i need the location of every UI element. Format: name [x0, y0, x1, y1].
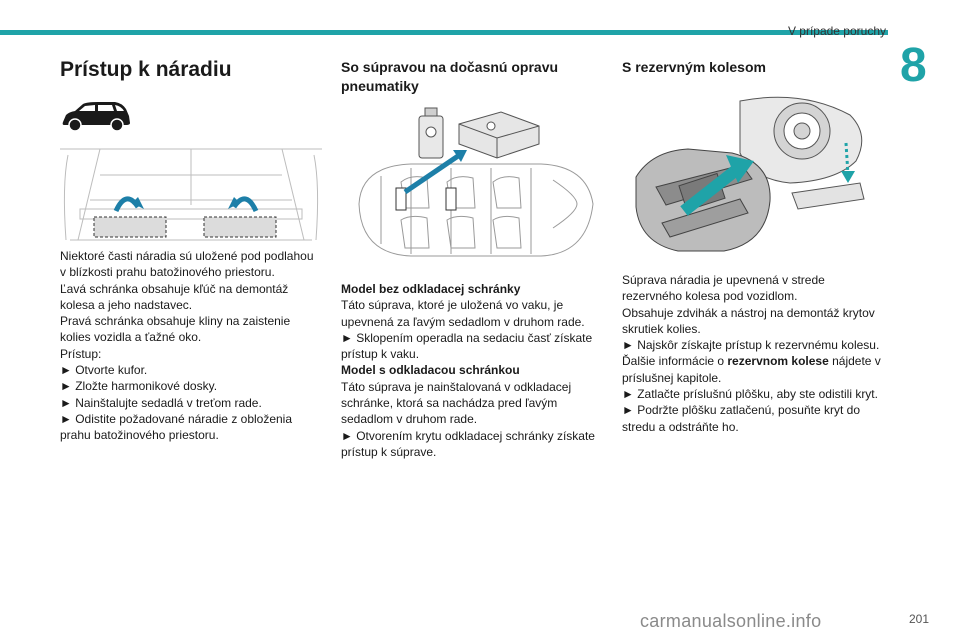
paragraph: Prístup: [60, 346, 102, 361]
text-segment: nájdete v príslušnej kapitole. [622, 354, 881, 385]
cross-reference: rezervnom kolese [727, 354, 829, 369]
column-tool-access: Prístup k náradiu Niektoré časti [60, 52, 322, 444]
paragraph: Táto súprava je nainštalovaná v odkladac… [341, 379, 572, 427]
paragraph: Súprava náradia je upevnená v strede rez… [622, 273, 825, 304]
paragraph: Obsahuje zdvihák a nástroj na demontáž k… [622, 305, 875, 336]
tool-access-text: Niektoré časti náradia sú uložené pod po… [60, 248, 322, 444]
repair-kit-illustration [358, 107, 594, 257]
chapter-number: 8 [900, 39, 927, 92]
step-item: ► Sklopením operadla na sedaciu časť zís… [341, 330, 593, 362]
column-repair-kit: So súpravou na dočasnú opravu pneumatiky [341, 52, 603, 460]
page-number: 201 [908, 612, 929, 626]
subheading: Model s odkladacou schránkou [341, 363, 520, 378]
section-title: So súpravou na dočasnú opravu pneumatiky [341, 59, 559, 94]
chapter-title: V prípade poruchy [787, 24, 886, 38]
step-item: ► Otvorte kufor. [60, 363, 148, 378]
paragraph: Ďalšie informácie o rezervnom kolese náj… [622, 353, 884, 386]
section-title: S rezervným kolesom [622, 59, 766, 75]
header-accent-bar [0, 30, 888, 35]
step-item: ► Nainštalujte sedadlá v treťom rade. [60, 395, 262, 410]
paragraph: Niektoré časti náradia sú uložené pod po… [60, 249, 314, 280]
step-item: ► Zložte harmonikové dosky. [60, 379, 218, 394]
repair-kit-text: Model bez odkladacej schránky Táto súpra… [341, 281, 603, 460]
text-segment: Ďalšie informácie o [622, 354, 728, 369]
trunk-floor-illustration [60, 145, 322, 245]
paragraph: Pravá schránka obsahuje kliny na zaisten… [60, 314, 291, 345]
step-item: ► Odistite požadované náradie z obloženi… [60, 411, 293, 443]
watermark: carmanualsonline.info [640, 611, 822, 631]
section-title: Prístup k náradiu [60, 58, 232, 81]
paragraph: Ľavá schránka obsahuje kľúč na demontáž … [60, 281, 289, 312]
spare-wheel-text: Súprava náradia je upevnená v strede rez… [622, 272, 884, 435]
step-item: ► Najskôr získajte prístup k rezervnému … [622, 338, 880, 353]
step-item: ► Otvorením krytu odkladacej schránky zí… [341, 428, 595, 459]
step-item: ► Podržte plôšku zatlačenú, posuňte kryt… [622, 403, 861, 434]
subheading: Model bez odkladacej schránky [341, 282, 521, 296]
paragraph: Táto súprava, ktoré je uložená vo vaku, … [341, 298, 585, 329]
column-spare-wheel: S rezervným kolesom Súprava náradia je u… [622, 52, 884, 435]
car-silhouette-icon [62, 102, 130, 132]
step-item: ► Zatlačte príslušnú plôšku, aby ste odi… [622, 387, 878, 402]
spare-wheel-illustration [635, 96, 865, 252]
